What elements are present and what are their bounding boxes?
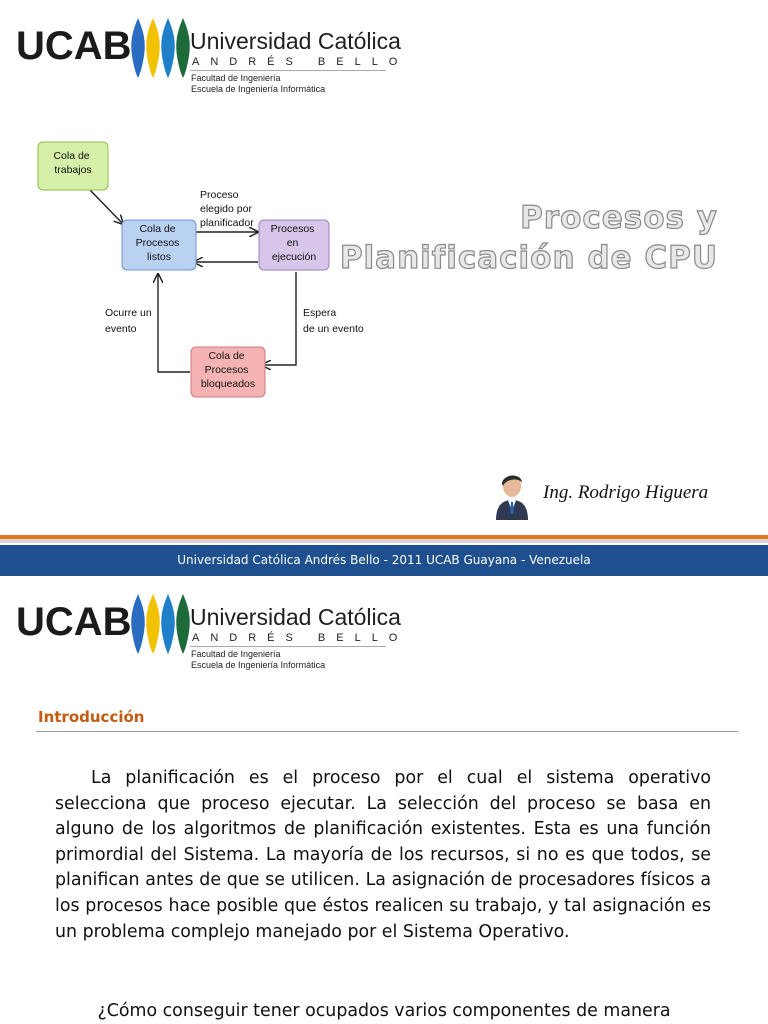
title-slide: UCAB Universidad Católica ANDRÉS BELLO F… bbox=[0, 16, 768, 576]
label-espera-line1: Espera bbox=[303, 307, 336, 319]
logo-name: Universidad Católica bbox=[190, 28, 401, 54]
footer-stripe-orange bbox=[0, 535, 768, 539]
node-cola-bloqueados bbox=[190, 346, 266, 398]
author-name: Ing. Rodrigo Higuera bbox=[543, 482, 709, 503]
footer-bar: Universidad Católica Andrés Bello - 2011… bbox=[0, 545, 768, 576]
introduction-slide: UCAB Universidad Católica ANDRÉS BELLO F… bbox=[0, 576, 768, 1024]
svg-text:Cola de trabajos: Cola de trabajos bbox=[53, 150, 92, 176]
logo-acronym: UCAB bbox=[16, 24, 132, 68]
logo-acronym: UCAB bbox=[16, 600, 132, 644]
ucab-logo: UCAB Universidad Católica ANDRÉS BELLO F… bbox=[16, 16, 401, 96]
logo-subname: ANDRÉS BELLO bbox=[192, 632, 409, 644]
node-ejecucion-line2: en bbox=[287, 237, 299, 249]
footer-stripe-gray bbox=[0, 539, 768, 543]
section-divider bbox=[36, 731, 738, 732]
svg-text:Proceso elegido por: Proceso elegido por planificador bbox=[200, 189, 255, 229]
node-cola-listos bbox=[121, 219, 197, 271]
node-cola-trabajos bbox=[37, 141, 109, 191]
intro-paragraph: La planificación es el proceso por el cu… bbox=[55, 768, 711, 942]
svg-text:Cola de Procesos l: Cola de Procesos listos bbox=[136, 223, 183, 263]
node-bloqueados-line1: Cola de bbox=[208, 350, 244, 362]
logo-rule bbox=[190, 646, 386, 647]
logo-drops-icon bbox=[131, 18, 190, 78]
svg-text:Ocurre un evento: Ocurre un evento bbox=[105, 307, 155, 335]
node-bloqueados-line2: Procesos bbox=[205, 364, 249, 376]
svg-text:Procesos en ejecuc: Procesos en ejecución bbox=[271, 223, 318, 263]
question-text: ¿Cómo conseguir tener ocupados varios co… bbox=[97, 1001, 671, 1021]
arrow-ejecucion-to-bloqueados bbox=[262, 272, 297, 365]
logo-faculty: Facultad de Ingeniería bbox=[191, 649, 281, 659]
section-heading: Introducción bbox=[38, 708, 145, 726]
label-ocurre-line1: Ocurre un bbox=[105, 307, 152, 319]
node-listos-line2: Procesos bbox=[136, 237, 180, 249]
arrow-trabajos-to-listos bbox=[89, 189, 123, 224]
svg-text:Cola de Procesos b: Cola de Procesos bloqueados bbox=[201, 350, 255, 390]
logo-drops-icon bbox=[131, 594, 190, 654]
node-ejecucion-line3: ejecución bbox=[272, 251, 317, 263]
arrow-bloqueados-to-listos bbox=[158, 274, 190, 373]
node-bloqueados-line3: bloqueados bbox=[201, 378, 255, 390]
process-state-diagram: Cola de trabajos Cola de Procesos listos… bbox=[37, 141, 364, 398]
logo-faculty-block: Facultad de Ingeniería Escuela de Ingeni… bbox=[191, 649, 325, 671]
svg-text:Espera de un evento: Espera de un evento bbox=[303, 307, 364, 335]
node-listos-line1: Cola de bbox=[139, 223, 175, 235]
logo-name: Universidad Católica bbox=[190, 604, 401, 630]
logo-rule bbox=[190, 70, 386, 71]
node-ejecucion-line1: Procesos bbox=[271, 223, 315, 235]
businessman-avatar-icon bbox=[496, 475, 528, 520]
label-elegido-line1: Proceso bbox=[200, 189, 239, 201]
label-espera-line2: de un evento bbox=[303, 323, 364, 335]
node-trabajos-line1: Cola de bbox=[53, 150, 89, 162]
slide-title-line1: Procesos y bbox=[519, 199, 718, 236]
logo-faculty: Facultad de Ingeniería bbox=[191, 73, 281, 83]
label-ocurre-line2: evento bbox=[105, 323, 137, 335]
label-elegido-line2: elegido por bbox=[200, 203, 252, 215]
logo-school: Escuela de Ingeniería Informática bbox=[191, 660, 326, 670]
node-trabajos-line2: trabajos bbox=[54, 164, 91, 176]
node-procesos-ejecucion bbox=[258, 219, 330, 271]
logo-school: Escuela de Ingeniería Informática bbox=[191, 84, 326, 94]
slide-title-line2: Planificación de CPU bbox=[339, 239, 718, 276]
node-listos-line3: listos bbox=[147, 251, 171, 263]
logo-subname: ANDRÉS BELLO bbox=[192, 56, 409, 68]
ucab-logo: UCAB Universidad Católica ANDRÉS BELLO F… bbox=[16, 592, 401, 672]
logo-faculty-block: Facultad de Ingeniería Escuela de Ingeni… bbox=[191, 73, 325, 95]
label-elegido-line3: planificador bbox=[200, 217, 254, 229]
